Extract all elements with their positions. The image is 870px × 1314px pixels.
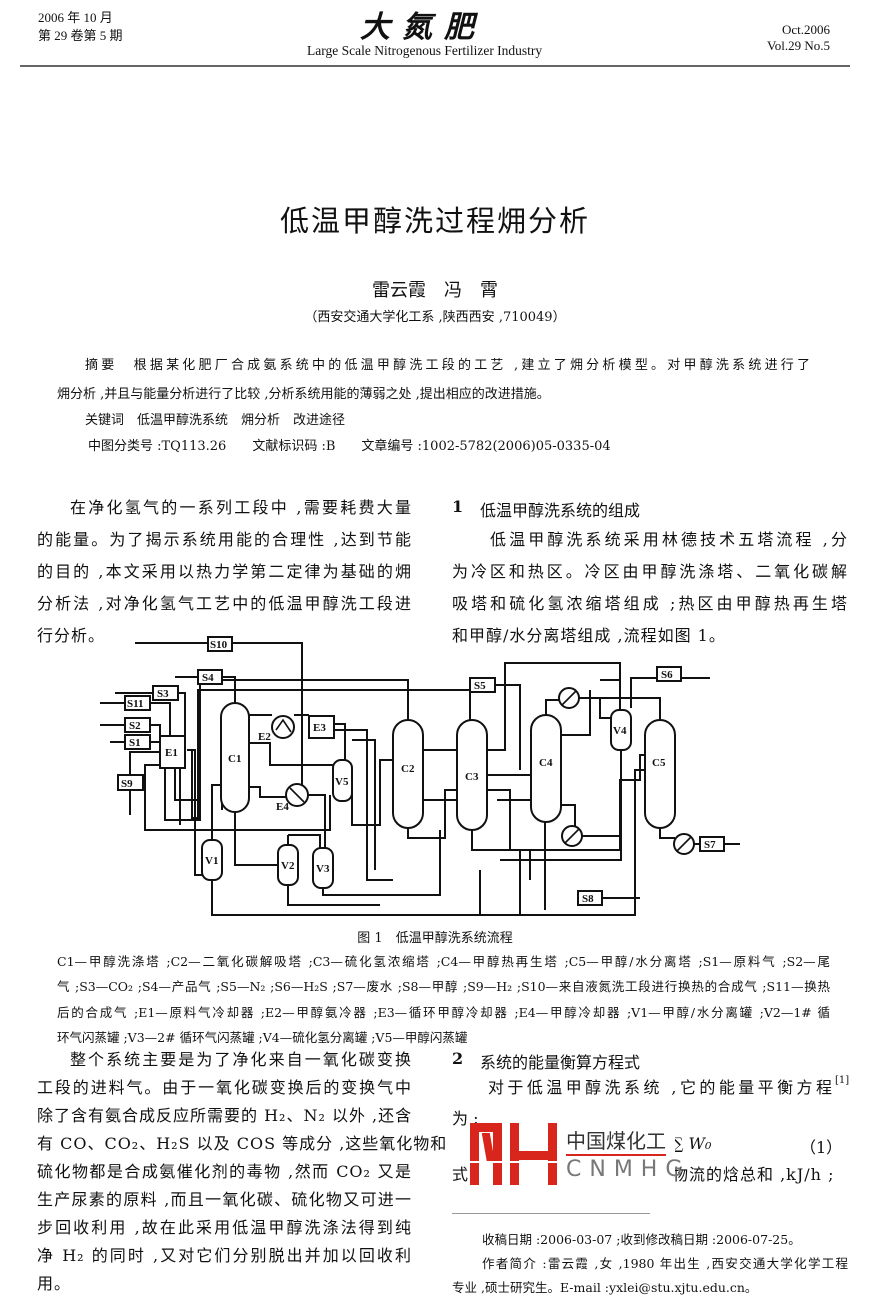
section2-line: 式 (452, 1165, 469, 1184)
pipes (100, 642, 740, 916)
process-flow-diagram: S10 S4 S3 S11 S2 S1 S9 S5 S6 S7 S8 E1 E2… (100, 636, 740, 916)
body-line: 除了含有氨合成反应所需要的 H₂、N₂ 以外 ,还含 (37, 1106, 413, 1125)
equation: ∑ W₀ (672, 1134, 712, 1153)
section1-heading: 低温甲醇洗系统的组成 (480, 501, 641, 520)
body-line: 生产尿素的原料 ,而且一氧化碳、硫化物又可进一 (37, 1190, 412, 1209)
paper-title: 低温甲醇洗过程㶲分析 (279, 204, 590, 238)
section1-line: 低温甲醇洗系统采用林德技术五塔流程 ,分 (490, 530, 848, 549)
section1-line: 吸塔和硫化氢浓缩塔组成 ;热区由甲醇热再生塔 (452, 594, 848, 613)
classification: 中图分类号 :TQ113.26 文献标识码 :B 文章编号 :1002-5782… (88, 439, 611, 454)
section1-number: 1 (452, 497, 464, 516)
label-c1: C1 (228, 753, 241, 765)
label-v3: V3 (316, 863, 330, 875)
volume-cn: 第 29 卷第 5 期 (38, 28, 123, 43)
label-c3: C3 (465, 771, 479, 783)
label-e2: E2 (258, 731, 271, 743)
section2-heading: 系统的能量衡算方程式 (480, 1053, 641, 1072)
body-line: 净 H₂ 的同时 ,又对它们分别脱出并加以回收利 (37, 1246, 412, 1265)
label-s1: S1 (129, 737, 141, 749)
equation-number: （1） (800, 1138, 843, 1157)
label-e3: E3 (313, 722, 326, 734)
issue-date-cn: 2006 年 10 月 (38, 10, 113, 25)
vessel-v2 (277, 844, 299, 886)
column-c3 (456, 719, 488, 831)
label-s4: S4 (202, 672, 214, 684)
column-c1 (220, 702, 250, 813)
figure-legend-line: 环气闪蒸罐 ;V3—2# 循环气闪蒸罐 ;V4—硫化氢分离罐 ;V5—甲醇闪蒸罐 (57, 1030, 468, 1045)
intro-line: 在净化氢气的一系列工段中 ,需要耗费大量 (70, 498, 412, 517)
body-line: 有 CO、CO₂、H₂S 以及 COS 等成分 ,这些氧化物和 (37, 1134, 448, 1153)
label-s10: S10 (210, 639, 228, 651)
label-s6: S6 (661, 669, 673, 681)
label-v2: V2 (281, 860, 295, 872)
abstract-line-2: 㶲分析 ,并且与能量分析进行了比较 ,分析系统用能的薄弱之处 ,提出相应的改进措… (57, 387, 550, 402)
label-c2: C2 (401, 763, 415, 775)
section1-line: 为冷区和热区。冷区由甲醇洗涤塔、二氧化碳解 (452, 562, 848, 581)
body-line: 用。 (37, 1274, 72, 1293)
citation-ref: [1] (835, 1075, 850, 1086)
label-c4: C4 (539, 757, 553, 769)
intro-line: 的目的 ,本文采用以热力学第二定律为基础的㶲 (37, 562, 412, 581)
body-line: 整个系统主要是为了净化来自一氧化碳变换 (70, 1050, 412, 1069)
label-v5: V5 (335, 776, 349, 788)
label-v1: V1 (205, 855, 218, 867)
column-c5 (644, 719, 676, 829)
footnote-author: 作者简介 :雷云霞 ,女 ,1980 年出生 ,西安交通大学化学工程 (482, 1256, 848, 1271)
label-s7: S7 (704, 839, 716, 851)
figure-caption: 图 1 低温甲醇洗系统流程 (357, 931, 513, 946)
vessel-v1 (201, 839, 223, 881)
intro-line: 行分析。 (37, 626, 106, 645)
vessel-v3 (312, 847, 334, 889)
watermark-text-cn: 中国煤化工 (566, 1125, 666, 1156)
exchanger-e1 (159, 735, 186, 769)
abstract-line-1: 摘要 根据某化肥厂合成氨系统中的低温甲醇洗工段的工艺 ,建立了㶲分析模型。对甲醇… (85, 358, 810, 373)
exchanger-e2 (271, 715, 295, 739)
body-line: 步回收利用 ,故在此采用低温甲醇洗涤法得到纯 (37, 1218, 412, 1237)
body-line: 硫化物都是合成氨催化剂的毒物 ,然而 CO₂ 又是 (37, 1162, 412, 1181)
volume-en: Vol.29 No.5 (767, 38, 830, 53)
issue-date-en: Oct.2006 (781, 22, 830, 37)
journal-logo: 大氮肥 (360, 10, 486, 45)
keywords: 关键词 低温甲醇洗系统 㶲分析 改进途径 (85, 413, 346, 428)
figure-legend-line: 气 ;S3—CO₂ ;S4—产品气 ;S5—N₂ ;S6—H₂S ;S7—废水 … (57, 979, 830, 994)
label-e1: E1 (165, 747, 178, 759)
equipment (117, 636, 725, 906)
intro-line: 分析法 ,对净化氢气工艺中的低温甲醇洗工段进 (37, 594, 412, 613)
intro-line: 的能量。为了揭示系统用能的合理性 ,达到节能 (37, 530, 412, 549)
cnmhg-logo-icon (470, 1123, 558, 1185)
footnote-rule (452, 1213, 650, 1214)
affiliation: （西安交通大学化工系 ,陕西西安 ,710049） (304, 310, 566, 325)
label-s8: S8 (582, 893, 594, 905)
figure-legend-line: 后的合成气 ;E1—原料气冷却器 ;E2—甲醇氨冷器 ;E3—循环甲醇冷却器 ;… (57, 1005, 830, 1020)
label-c5: C5 (652, 757, 666, 769)
label-s9: S9 (121, 778, 133, 790)
journal-name-en: Large Scale Nitrogenous Fertilizer Indus… (307, 43, 543, 58)
body-line: 工段的进料气。由于一氧化碳变换后的变换气中 (37, 1078, 412, 1097)
section2-number: 2 (452, 1049, 464, 1068)
vessel-v5 (332, 759, 353, 802)
watermark-logo: 中国煤化工 CNMHG (470, 1123, 682, 1185)
label-s3: S3 (157, 688, 169, 700)
label-v4: V4 (613, 725, 627, 737)
figure-legend-line: C1—甲醇洗涤塔 ;C2—二氧化碳解吸塔 ;C3—硫化氢浓缩塔 ;C4—甲醇热再… (57, 954, 830, 969)
header-rule (20, 65, 850, 67)
label-s11: S11 (127, 698, 144, 710)
footnote-author: 专业 ,硕士研究生。E-mail :yxlei@stu.xjtu.edu.cn。 (452, 1280, 758, 1295)
exchanger-e3 (308, 715, 335, 739)
label-s2: S2 (129, 720, 141, 732)
column-c4 (530, 714, 562, 823)
vessel-v4 (610, 709, 632, 751)
label-s5: S5 (474, 680, 486, 692)
watermark-text-en: CNMHG (566, 1157, 691, 1182)
section1-line: 和甲醇/水分离塔组成 ,流程如图 1。 (452, 626, 726, 645)
authors: 雷云霞 冯 霄 (372, 280, 498, 301)
section2-line: 物流的焓总和 ,kJ/h ; (672, 1165, 835, 1184)
section2-line: 对于低温甲醇洗系统 ,它的能量平衡方程 (488, 1078, 833, 1097)
label-e4: E4 (276, 801, 289, 813)
column-c2 (392, 719, 424, 829)
footnote-received: 收稿日期 :2006-03-07 ;收到修改稿日期 :2006-07-25。 (482, 1232, 801, 1247)
